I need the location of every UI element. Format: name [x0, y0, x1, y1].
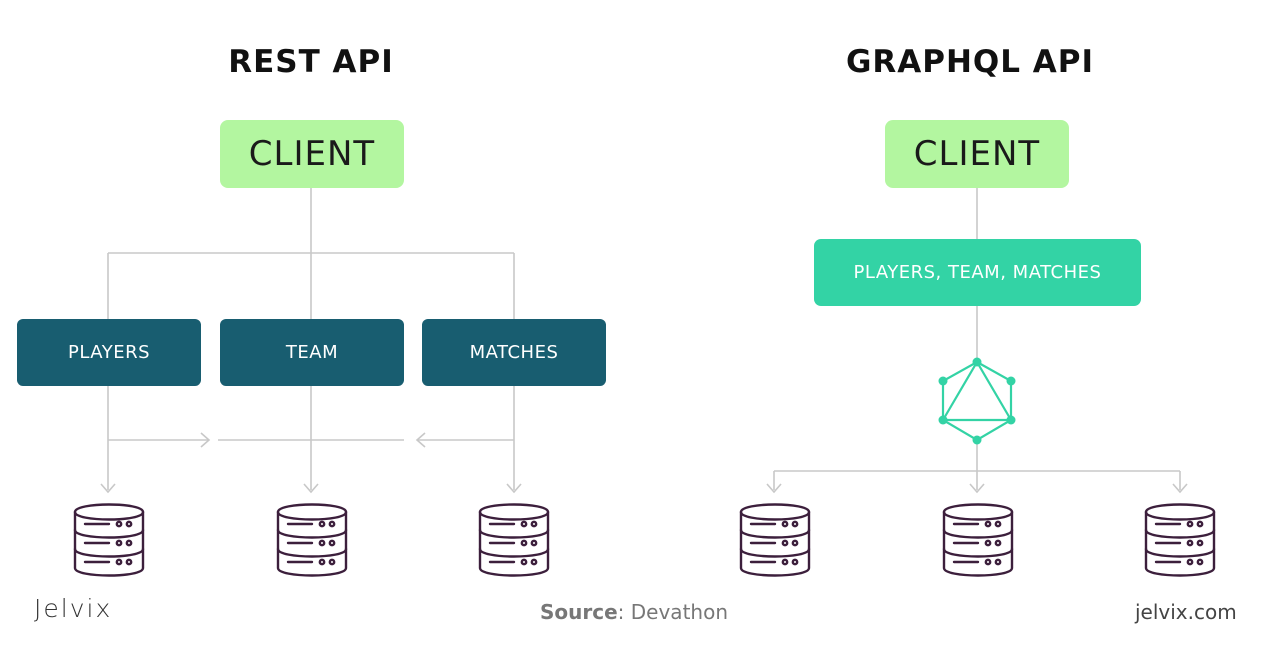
database-icon: [73, 503, 145, 577]
site-url: jelvix.com: [1135, 600, 1237, 624]
arrow-icon: [766, 483, 782, 494]
arrow-icon: [200, 432, 211, 448]
arrow-icon: [415, 432, 426, 448]
graphql-client-box: CLIENT: [885, 120, 1069, 188]
graphql-title: GRAPHQL API: [845, 44, 1095, 80]
graphql-logo-icon: [938, 357, 1016, 445]
endpoint-matches: MATCHES: [422, 319, 606, 386]
arrow-icon: [969, 483, 985, 494]
rest-title: REST API: [228, 44, 394, 80]
graphql-combined-query: PLAYERS, TEAM, MATCHES: [814, 239, 1141, 306]
source-label: Source: [540, 600, 618, 624]
endpoint-team: TEAM: [220, 319, 404, 386]
endpoint-players: PLAYERS: [17, 319, 201, 386]
source-value: : Devathon: [617, 600, 728, 624]
arrow-icon: [506, 483, 522, 494]
database-icon: [942, 503, 1014, 577]
jelvix-logo: Jelvix: [34, 594, 113, 623]
database-icon: [478, 503, 550, 577]
rest-client-box: CLIENT: [220, 120, 404, 188]
source-credit: Source: Devathon: [540, 600, 728, 624]
database-icon: [276, 503, 348, 577]
database-icon: [739, 503, 811, 577]
arrow-icon: [303, 483, 319, 494]
arrow-icon: [100, 483, 116, 494]
database-icon: [1144, 503, 1216, 577]
arrow-icon: [1172, 483, 1188, 494]
